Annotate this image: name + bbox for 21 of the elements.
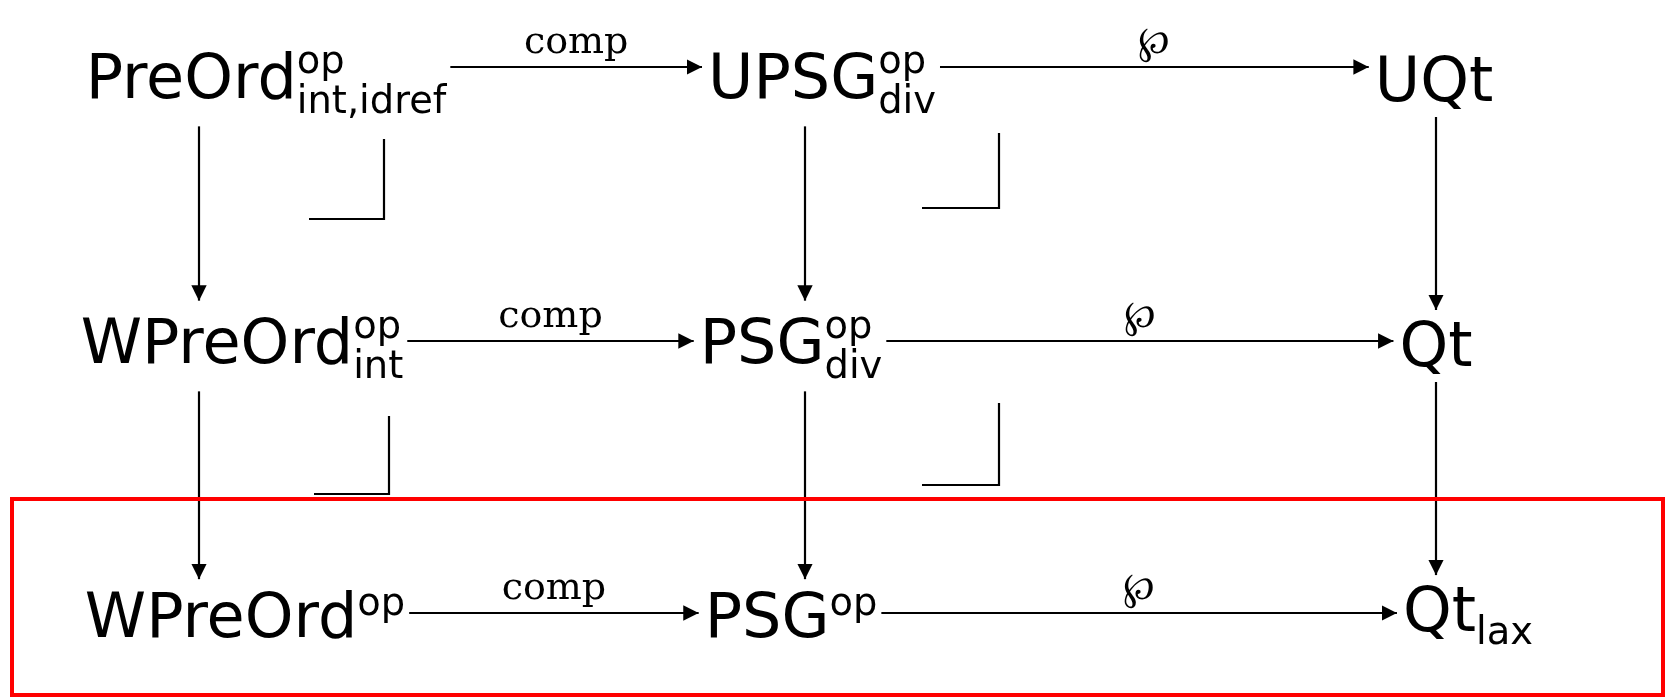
category-label: Qt: [1399, 314, 1473, 376]
arrow: [409, 605, 699, 621]
category-label: UQt: [1374, 49, 1494, 111]
arrow: [191, 391, 207, 580]
arrow: [1428, 117, 1444, 310]
arrow: [886, 333, 1394, 349]
category-label: PSG$^{op}$: [704, 583, 878, 647]
arrow: [881, 605, 1397, 621]
arrow: [940, 59, 1369, 75]
arrow: [191, 126, 207, 301]
arrow: [797, 391, 813, 580]
category-label: WPreOrd$^{op}$: [84, 583, 406, 647]
category-label: Qt$_{lax}$: [1402, 579, 1534, 651]
highlight-frame: [10, 497, 1665, 697]
arrow: [450, 59, 702, 75]
arrow: [407, 333, 694, 349]
edge-label: comp: [523, 21, 629, 59]
arrow: [1428, 382, 1444, 576]
arrow: [797, 126, 813, 301]
edge-label: comp: [501, 567, 607, 605]
edge-label: comp: [498, 295, 603, 333]
